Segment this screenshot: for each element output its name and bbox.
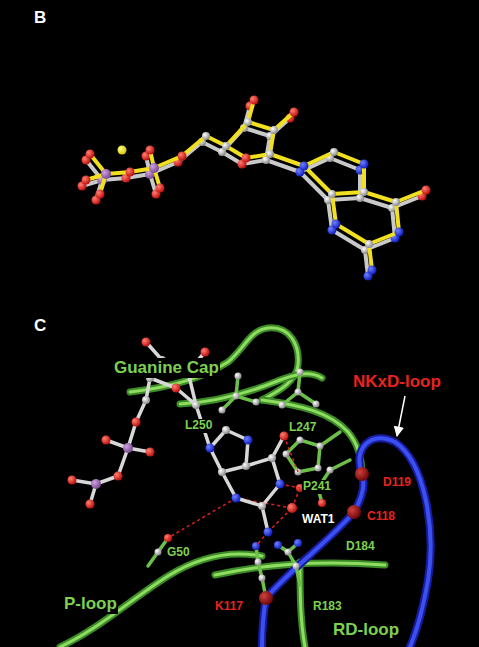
side-chain-atoms <box>313 401 320 408</box>
side-chain-atoms <box>297 437 304 444</box>
protein-ribbons <box>262 438 431 647</box>
side-chain-atoms <box>155 549 162 556</box>
residue-label: G50 <box>166 546 191 560</box>
hydrogen-bonds <box>268 508 292 532</box>
side-chain-atoms <box>295 389 302 396</box>
nucleotide-atoms <box>142 338 151 347</box>
panel-letter: B <box>33 8 47 28</box>
loop-label: Guanine Cap <box>113 358 220 378</box>
side-chain-atoms <box>235 373 242 380</box>
nucleotide-atoms <box>172 384 181 393</box>
protein-ribbons <box>60 554 262 647</box>
panel-letter: C <box>33 316 47 336</box>
side-chain-atoms <box>327 467 334 474</box>
nucleotide-atoms <box>142 396 150 404</box>
side-chain-atoms <box>318 499 326 507</box>
side-chain-atoms <box>274 541 282 549</box>
side-chains <box>320 432 340 446</box>
side-chains <box>256 546 266 598</box>
residue-label: L247 <box>288 421 317 435</box>
hydrogen-bonds <box>168 498 236 538</box>
residue-label: R183 <box>312 600 343 614</box>
side-chain-atoms <box>317 443 324 450</box>
side-chains <box>282 372 300 405</box>
hydrogen-bonds <box>168 436 300 546</box>
side-chain-atoms <box>285 549 292 556</box>
side-chain-atoms <box>279 402 286 409</box>
residue-label: D184 <box>345 540 376 554</box>
metal-ion <box>118 146 127 155</box>
nucleotide-atoms <box>68 338 289 537</box>
side-chain-atoms <box>283 451 290 458</box>
protein-ribbons <box>300 562 305 647</box>
nucleotide-atoms <box>201 348 210 357</box>
nucleotide-atoms <box>102 436 111 445</box>
side-chain-atoms <box>293 563 300 570</box>
calpha-spheres <box>259 467 369 605</box>
nucleotide-sticks <box>246 458 272 466</box>
nucleotide-atoms <box>206 444 215 453</box>
leader-arrow <box>397 396 405 436</box>
calpha-spheres <box>347 505 361 519</box>
side-chain-atoms <box>253 399 260 406</box>
bond-sticks <box>86 100 426 270</box>
nucleotide-atoms <box>123 443 133 453</box>
atom-balls <box>82 96 431 275</box>
calpha-spheres <box>259 591 273 605</box>
side-chain-atoms <box>219 407 226 414</box>
nucleotide-overlay <box>78 96 431 281</box>
side-chain-atoms <box>315 465 322 472</box>
nucleotide-atoms <box>232 494 241 503</box>
side-chain-atoms <box>297 369 304 376</box>
side-chain-atoms <box>259 575 266 582</box>
calpha-spheres <box>355 467 369 481</box>
water-sphere <box>287 503 297 513</box>
protein-ribbons <box>262 438 431 647</box>
nucleotide-atoms <box>192 401 200 409</box>
nucleotide-atoms <box>132 418 141 427</box>
nucleotide-atoms <box>114 472 123 481</box>
loop-label: NKxD-loop <box>352 372 442 392</box>
nucleotide-atoms <box>222 426 230 434</box>
atom-balls <box>78 102 427 281</box>
residue-label: C118 <box>366 510 396 524</box>
nucleotide-atoms <box>276 480 285 489</box>
protein-ribbons <box>60 554 262 647</box>
side-chains <box>288 552 300 585</box>
nucleotide-atoms <box>68 476 77 485</box>
side-chain-atoms <box>233 393 240 400</box>
nucleotide-atoms <box>218 468 226 476</box>
nucleotide-atoms <box>244 436 253 445</box>
side-chains <box>148 538 168 566</box>
residue-label: L250 <box>184 419 213 433</box>
nucleotide-atoms <box>268 454 276 462</box>
nucleotide-atoms <box>264 528 273 537</box>
nucleotide-atoms <box>86 500 95 509</box>
loop-label: RD-loop <box>332 620 400 640</box>
residue-label: D119 <box>382 476 412 490</box>
residue-label: K117 <box>214 600 244 614</box>
residue-label: P241 <box>302 480 332 494</box>
side-chains <box>148 372 350 598</box>
nucleotide-atoms <box>91 479 101 489</box>
nucleotide-sticks <box>72 342 284 532</box>
loop-label: P-loop <box>63 594 118 614</box>
water-label: WAT1 <box>301 513 335 527</box>
side-chain-atoms <box>255 559 262 566</box>
protein-ribbons <box>300 562 305 647</box>
side-chain-atoms <box>294 539 302 547</box>
side-chain-atoms <box>155 369 334 582</box>
nucleotide-overlay <box>82 96 431 275</box>
nucleotide-atoms <box>258 502 266 510</box>
hydrogen-bonds <box>284 436 298 472</box>
nucleotide-atoms <box>146 448 155 457</box>
nucleotide-atoms <box>242 462 250 470</box>
